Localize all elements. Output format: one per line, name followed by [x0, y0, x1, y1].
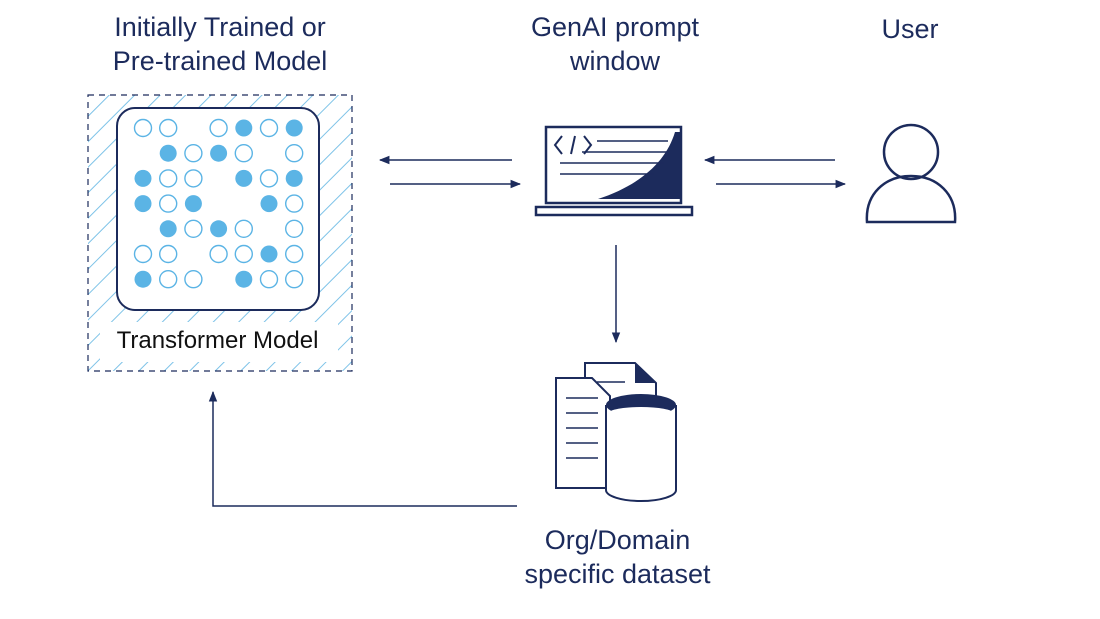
node-empty — [133, 118, 153, 138]
node-empty — [184, 219, 203, 239]
node-empty — [285, 244, 304, 264]
node-filled — [134, 195, 152, 213]
node-filled — [235, 270, 253, 288]
node-empty — [133, 244, 153, 264]
node-filled — [134, 169, 152, 187]
node-empty — [158, 244, 178, 264]
genai-window-label-line2: window — [569, 46, 661, 76]
dataset-label-line1: Org/Domain — [544, 525, 691, 555]
user-icon — [865, 123, 957, 224]
node-empty — [285, 194, 304, 213]
node-empty — [259, 270, 279, 289]
node-filled — [184, 195, 202, 213]
node-filled — [235, 119, 253, 137]
node-empty — [158, 194, 178, 213]
transformer-model-label: Transformer Model — [116, 327, 319, 354]
node-empty — [209, 118, 228, 138]
pretrained-model-label-line1: Initially Trained or — [114, 12, 326, 42]
node-filled — [235, 169, 253, 187]
dataset-label-line2: specific dataset — [524, 559, 711, 589]
node-filled — [285, 119, 303, 137]
node-empty — [234, 244, 254, 264]
node-empty — [158, 169, 178, 188]
node-empty — [259, 169, 279, 188]
arrow-dataset-to-model — [208, 390, 517, 507]
node-empty — [184, 143, 203, 163]
node-empty — [285, 143, 304, 163]
genai-window-label-line1: GenAI prompt — [530, 12, 700, 42]
node-grid — [133, 118, 304, 289]
node-empty — [285, 219, 304, 239]
node-empty — [285, 270, 304, 289]
node-filled — [159, 144, 177, 162]
node-filled — [210, 144, 228, 162]
node-empty — [209, 244, 228, 264]
node-filled — [260, 245, 278, 263]
document-database-icon — [555, 362, 677, 502]
user-label: User — [881, 14, 939, 44]
node-filled — [134, 270, 152, 288]
genai-window-label: GenAI prompt window — [490, 10, 740, 78]
node-empty — [158, 270, 178, 289]
node-empty — [234, 143, 254, 163]
node-filled — [285, 169, 303, 187]
laptop-code-icon — [534, 125, 694, 217]
node-empty — [184, 270, 203, 289]
pretrained-model-label: Initially Trained or Pre-trained Model — [70, 10, 370, 78]
node-empty — [184, 169, 203, 188]
pretrained-model-label-line2: Pre-trained Model — [112, 46, 328, 76]
node-filled — [260, 195, 278, 213]
transformer-model-panel — [87, 94, 353, 372]
node-empty — [259, 118, 279, 138]
node-filled — [210, 220, 228, 238]
node-empty — [234, 219, 254, 239]
dataset-label: Org/Domain specific dataset — [480, 523, 755, 591]
node-empty — [158, 118, 178, 138]
node-filled — [159, 220, 177, 238]
